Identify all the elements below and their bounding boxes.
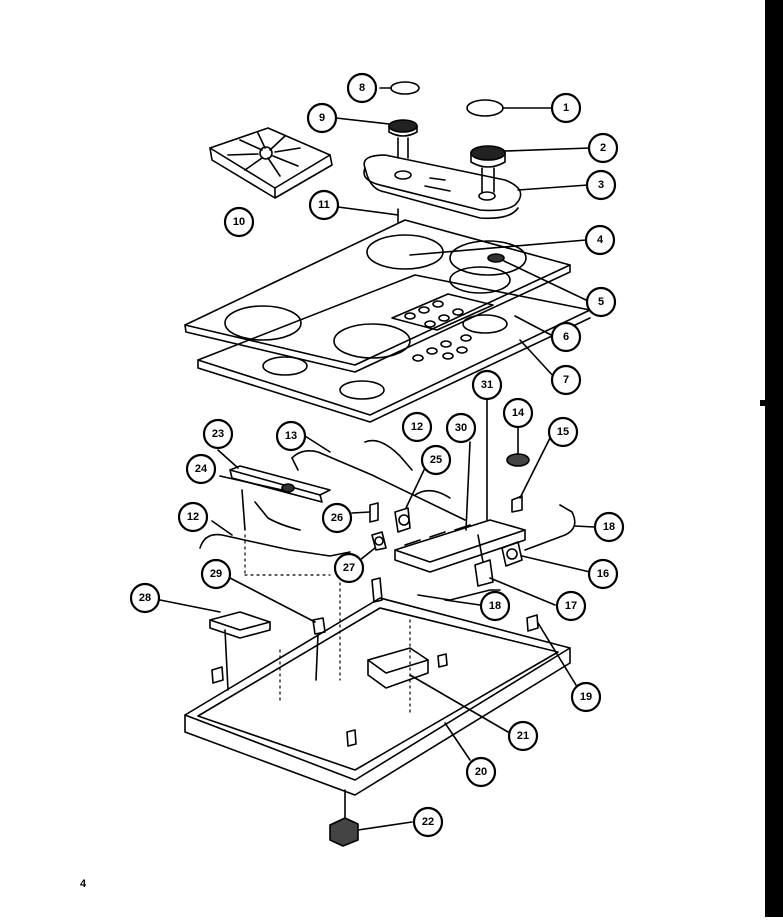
regulator-16 [501, 541, 591, 573]
callout-label: 1 [563, 102, 569, 114]
callout-label: 5 [598, 296, 604, 308]
tube-18 [417, 504, 595, 606]
callout-label: 2 [600, 142, 606, 154]
callout-label: 31 [481, 379, 493, 391]
callout-label: 13 [285, 430, 297, 442]
callout-label: 25 [430, 454, 442, 466]
callout-label: 29 [210, 568, 222, 580]
burner-head-9 [335, 117, 418, 159]
base-pan-20 [184, 597, 571, 796]
callout-label: 19 [580, 691, 592, 703]
callout-label: 12 [187, 511, 199, 523]
callout-label: 28 [139, 592, 151, 604]
valve-27 [359, 531, 387, 561]
valve-17 [474, 559, 556, 606]
callout-label: 20 [475, 766, 487, 778]
callout-label: 30 [455, 422, 467, 434]
power-plug-22 [329, 789, 413, 847]
callout-label: 4 [597, 234, 604, 246]
burner-head-2 [470, 145, 591, 193]
callout-label: 14 [512, 407, 525, 419]
callout-label: 21 [517, 730, 529, 742]
burner-grate-10 [209, 127, 333, 199]
callout-label: 7 [563, 374, 569, 386]
manifold-30 [394, 397, 526, 573]
cooktop-top-4 [184, 219, 587, 373]
burner-base-3 [363, 154, 589, 220]
electrode-14 [506, 426, 530, 467]
callout-label: 27 [343, 562, 355, 574]
callout-label: 10 [233, 216, 245, 228]
callout-label: 18 [603, 521, 615, 533]
callout-label: 11 [318, 199, 330, 211]
callout-label: 16 [597, 568, 609, 580]
assembly-lines [244, 534, 411, 713]
clip-29 [229, 577, 326, 681]
callout-label: 26 [331, 512, 343, 524]
callout-label: 9 [319, 112, 325, 124]
callout-label: 12 [411, 421, 423, 433]
callout-label: 23 [212, 428, 224, 440]
callout-label: 3 [598, 179, 604, 191]
page-edge-bar [765, 0, 783, 917]
bracket-23 [217, 449, 331, 503]
burner-cap-1 [466, 99, 556, 117]
page-number: 4 [80, 878, 87, 890]
page-edge-tick [760, 400, 765, 406]
burner-cap-8 [379, 81, 420, 95]
spark-module-26 [351, 502, 379, 523]
callout-label: 22 [422, 816, 434, 828]
callout-label: 8 [359, 82, 365, 94]
callout-circles [129, 72, 625, 838]
control-module-21 [367, 647, 509, 733]
gas-tubes [199, 435, 466, 557]
callout-label: 17 [565, 600, 577, 612]
clip-19 [211, 577, 577, 747]
electrode-15 [511, 437, 551, 513]
callout-label: 15 [557, 426, 569, 438]
valve-25 [394, 469, 451, 533]
callout-label: 18 [489, 600, 501, 612]
bracket-28 [159, 599, 271, 691]
callout-label: 6 [563, 331, 569, 343]
callout-label: 24 [195, 463, 208, 475]
